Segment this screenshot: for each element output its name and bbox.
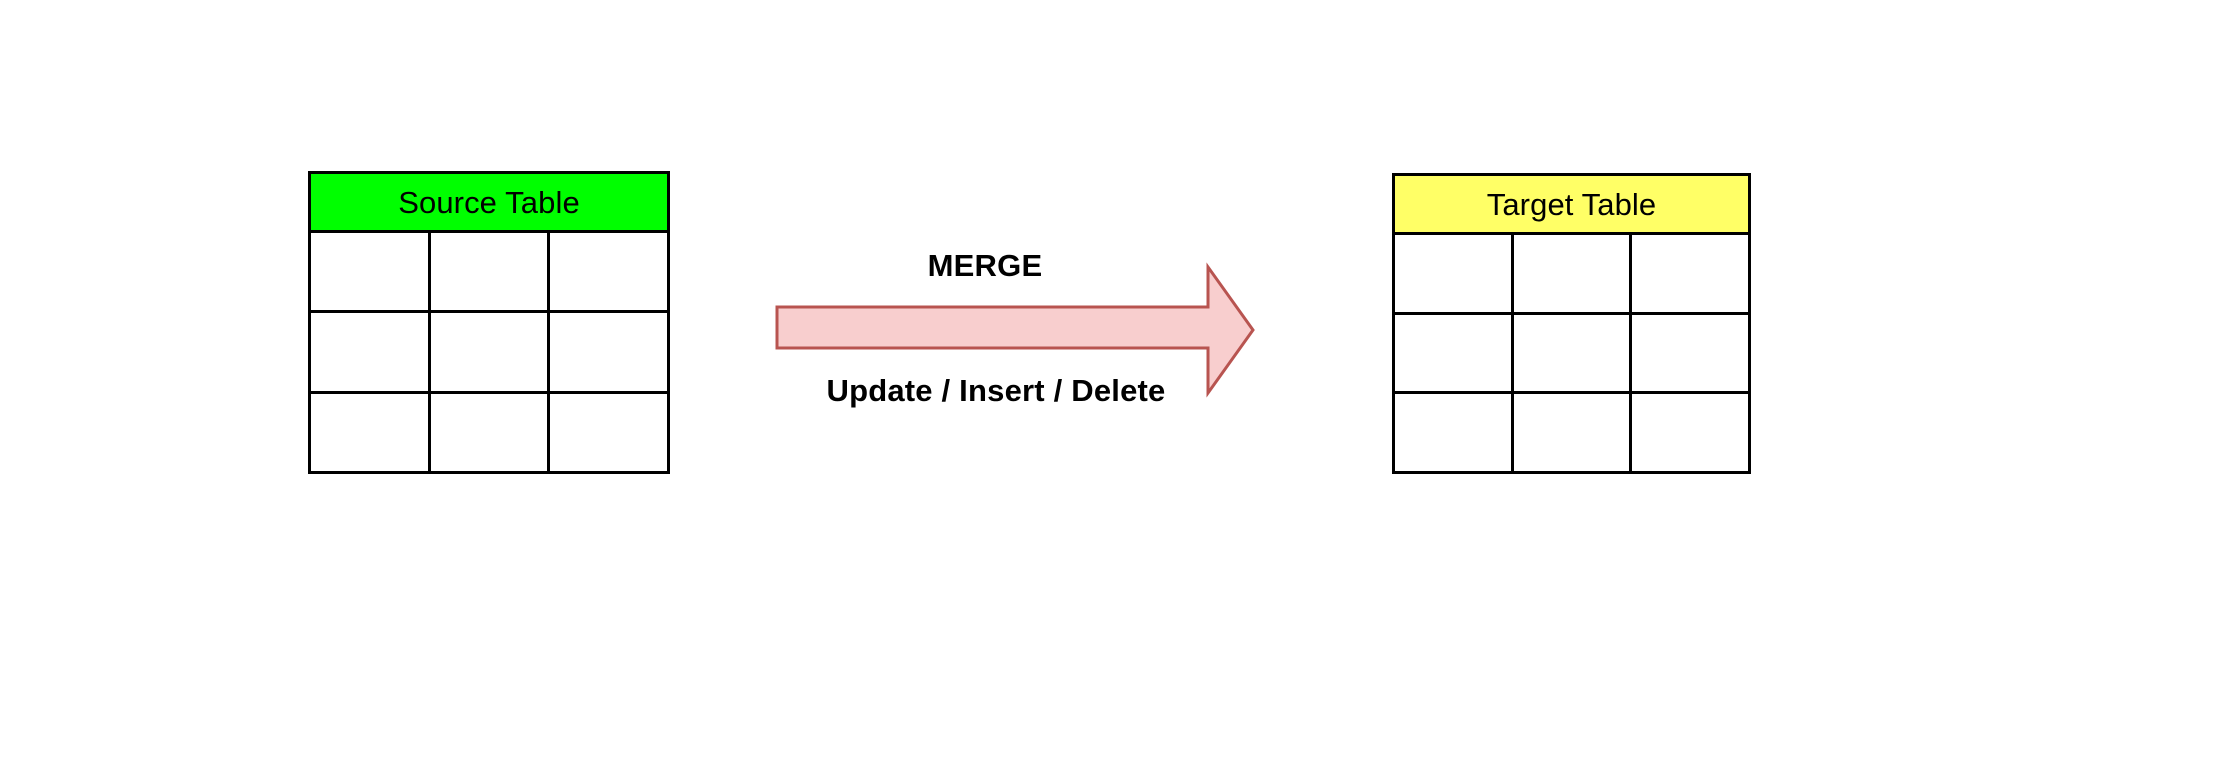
table-cell[interactable] [1395,235,1514,312]
table-cell[interactable] [1513,235,1633,312]
source-table[interactable]: Source Table [308,171,670,474]
table-cell[interactable] [430,393,551,471]
table-row [1395,314,1749,395]
table-cell[interactable] [1395,394,1514,472]
table-cell[interactable] [1513,394,1633,472]
target-table[interactable]: Target Table [1392,173,1751,474]
table-cell[interactable] [311,313,431,391]
table-cell[interactable] [311,233,431,311]
operations-label: Update / Insert / Delete [826,373,1166,408]
table-cell[interactable] [1632,314,1749,392]
table-row [311,233,668,314]
table-cell[interactable] [550,313,668,391]
source-table-header: Source Table [311,174,667,233]
merge-label: MERGE [927,248,1043,283]
table-cell[interactable] [430,313,551,391]
table-cell[interactable] [550,233,668,311]
table-cell[interactable] [1632,394,1749,472]
table-cell[interactable] [1632,235,1749,312]
table-row [311,313,668,394]
table-cell[interactable] [1395,314,1514,392]
table-cell[interactable] [550,393,668,471]
target-table-header-label: Target Table [1486,186,1657,222]
table-row [1395,235,1749,315]
target-table-body [1395,235,1749,472]
source-table-body [311,233,668,471]
table-cell[interactable] [430,233,551,311]
table-cell[interactable] [1513,314,1633,392]
source-table-header-label: Source Table [398,184,580,220]
table-row [1395,394,1749,472]
table-cell[interactable] [311,393,431,471]
table-row [311,393,668,471]
target-table-header: Target Table [1395,176,1748,235]
